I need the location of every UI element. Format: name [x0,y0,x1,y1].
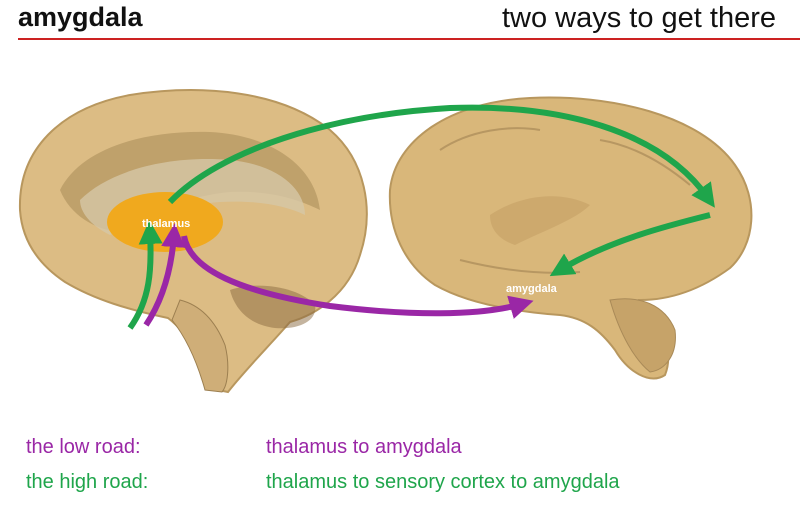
thalamus-to-amygdala-arrow [181,235,534,319]
thalamus-to-cortex-arrow [167,104,715,208]
high-road-value: thalamus to sensory cortex to amygdala [266,471,620,493]
sagittal-brain-section [18,89,368,394]
amygdala-label: amygdala [506,283,558,295]
slide-title: amygdala [18,2,143,32]
thalamus-label: thalamus [142,218,190,230]
thalamus-region [107,192,223,252]
low-road-input-arrow [143,223,186,327]
lateral-brain-view [388,96,753,380]
slide-subtitle: two ways to get there [501,2,776,34]
high-road-input-arrow [127,220,163,330]
title-rule [18,38,800,40]
high-road-key: the high road: [26,471,149,493]
low-road-value: thalamus to amygdala [266,436,462,458]
cortex-to-amygdala-arrow [549,212,711,277]
low-road-key: the low road: [26,436,141,458]
